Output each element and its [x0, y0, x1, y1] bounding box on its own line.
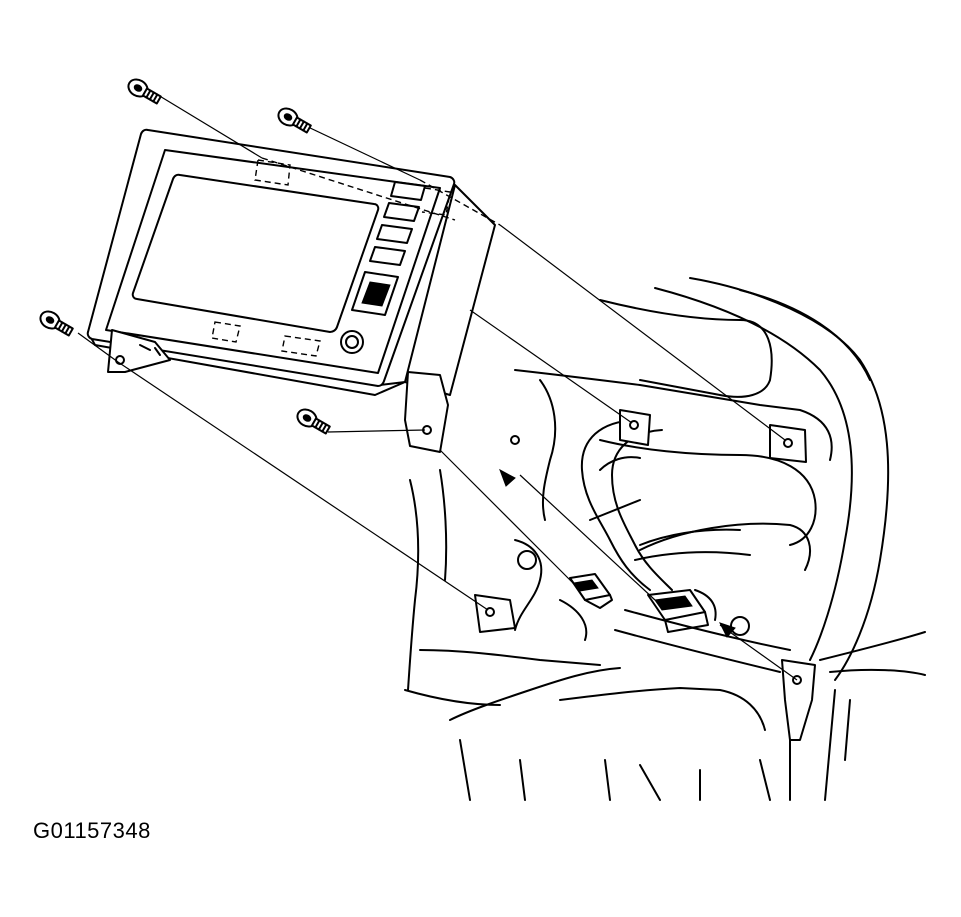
bracket-icon — [474, 409, 816, 741]
connector-icon — [569, 573, 709, 633]
dashboard-structure — [404, 277, 926, 801]
bolt-icon — [39, 78, 331, 435]
display-unit — [86, 128, 496, 453]
figure-id-label: G01157348 — [33, 818, 151, 843]
alignment-lines — [77, 94, 798, 681]
